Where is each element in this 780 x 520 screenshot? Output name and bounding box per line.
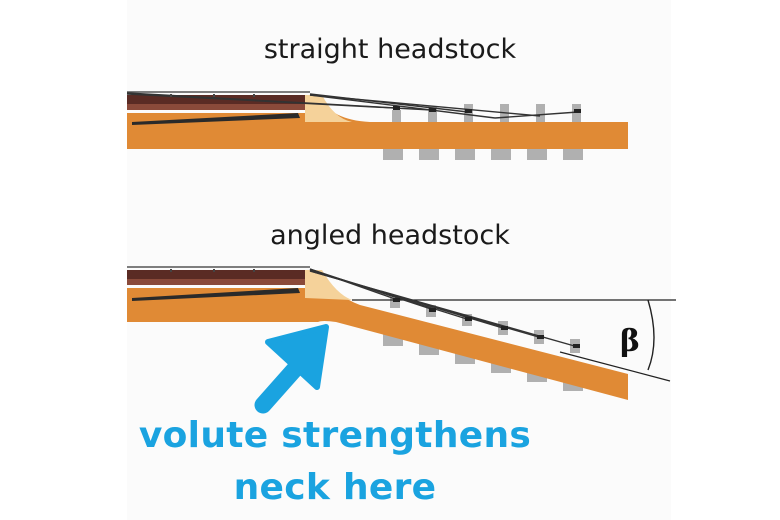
straight-fretboard-edge <box>127 104 309 110</box>
headstock-angle-line <box>559 351 671 382</box>
straight-fretboard <box>127 95 309 104</box>
angled-nut <box>305 270 352 300</box>
straight-headstock <box>126 91 628 160</box>
angled-fretboard <box>127 270 309 279</box>
angled-fret-marks <box>170 269 255 272</box>
straight-strings <box>126 92 579 119</box>
straight-string-posts <box>393 106 581 113</box>
angled-string-posts <box>393 298 580 348</box>
angled-neck-wood <box>127 270 628 400</box>
volute-callout-text: volute strengthens neck here <box>0 410 670 514</box>
callout-line-1: volute strengthens <box>138 415 532 456</box>
callout-line-2: neck here <box>233 467 437 508</box>
straight-fret-marks <box>170 94 255 97</box>
angle-beta-label: β <box>620 324 640 359</box>
straight-nut <box>305 95 352 122</box>
angled-headstock-caption: angled headstock <box>270 220 510 251</box>
straight-tuner-pegs-top <box>392 104 581 124</box>
angled-strings <box>309 268 579 348</box>
angled-headstock: β <box>127 266 676 400</box>
diagram-background <box>127 0 671 520</box>
straight-neck-wood <box>127 95 628 149</box>
angled-truss-rod <box>132 288 300 301</box>
angled-fretboard-edge <box>127 279 309 285</box>
straight-truss-rod <box>132 113 300 125</box>
callout-arrow <box>254 324 329 414</box>
angle-arc <box>647 299 655 371</box>
straight-headstock-caption: straight headstock <box>263 34 517 65</box>
straight-tuner-pegs-bottom <box>383 146 583 160</box>
